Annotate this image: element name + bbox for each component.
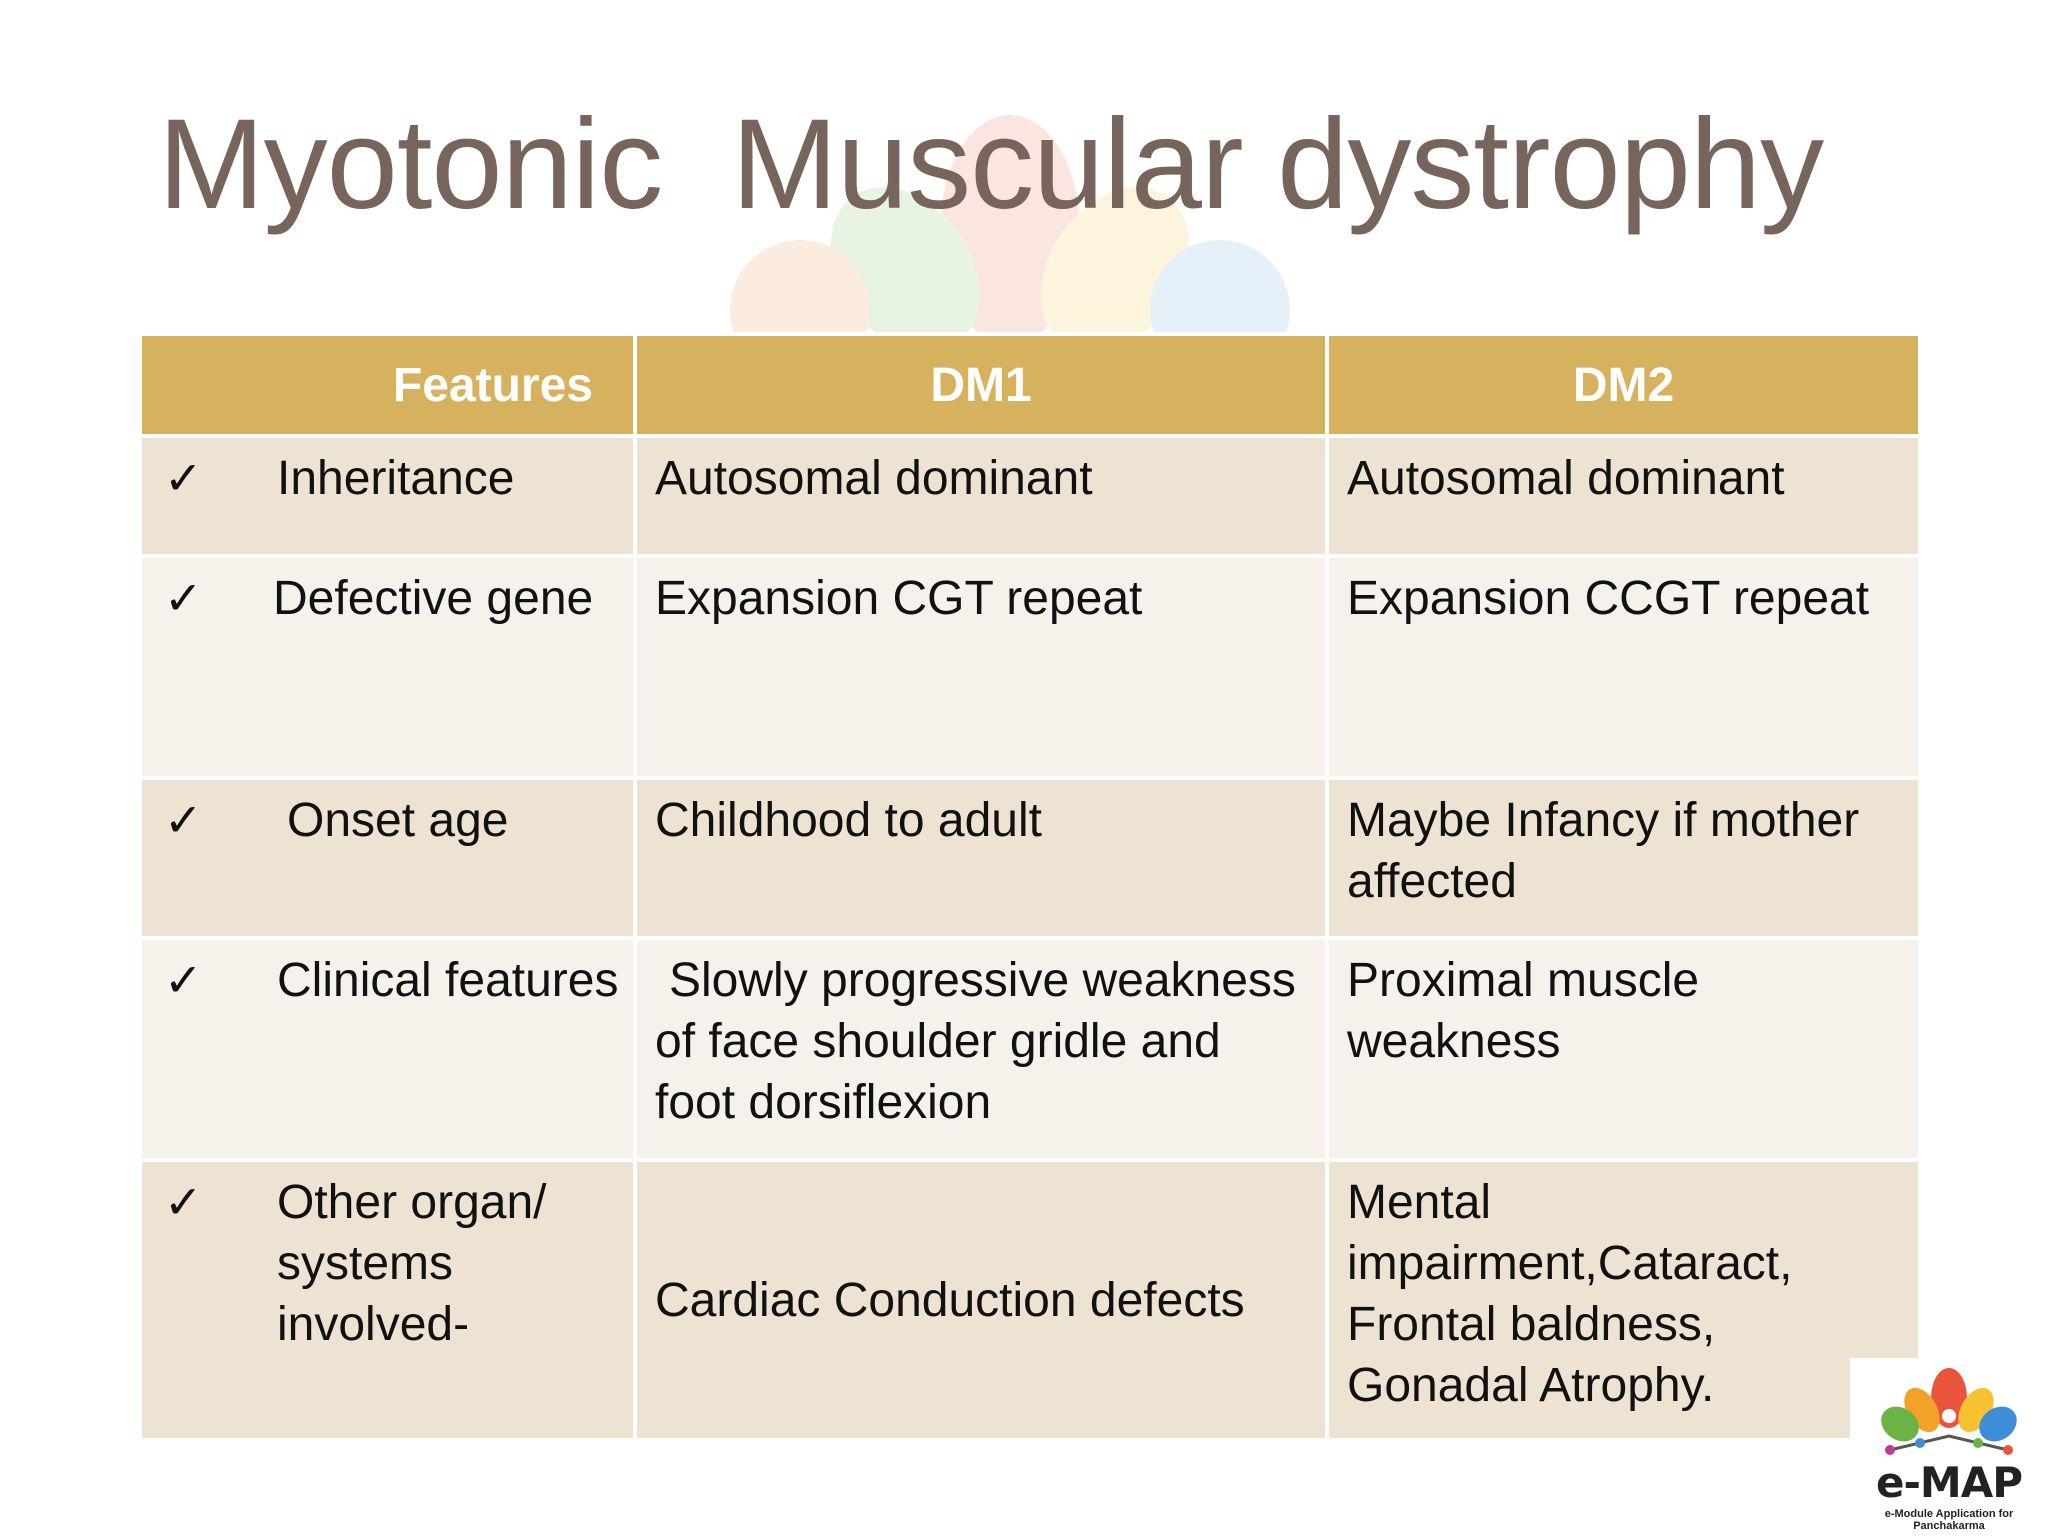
header-features: Features: [138, 332, 637, 438]
feature-cell: ✓ Defective gene: [138, 554, 637, 780]
table-row: ✓ Onset age Childhood to adult Maybe Inf…: [138, 776, 1922, 940]
dm1-cell: Slowly progressive weakness of face shou…: [633, 936, 1329, 1162]
lotus-watermark-icon: [730, 115, 1290, 340]
dm2-cell: Expansion CCGT repeat: [1325, 554, 1922, 780]
dm2-cell: Autosomal dominant: [1325, 434, 1922, 558]
feature-label: Clinical features: [277, 954, 619, 1007]
checkmark-icon: ✓: [164, 1175, 203, 1229]
checkmark-icon: ✓: [164, 451, 203, 505]
dm1-cell: Cardiac Conduction defects: [633, 1158, 1329, 1442]
feature-label: Defective gene: [273, 572, 594, 625]
table-row: ✓ Other organ/ systems involved- Cardiac…: [138, 1158, 1922, 1442]
dm1-cell: Childhood to adult: [633, 776, 1329, 940]
dm2-cell: Maybe Infancy if mother affected: [1325, 776, 1922, 940]
feature-cell: ✓ Onset age: [138, 776, 637, 940]
feature-label: Other organ/ systems involved-: [277, 1176, 547, 1351]
dm1-text: Slowly progressive weakness of face shou…: [655, 954, 1296, 1129]
feature-cell: ✓ Inheritance: [138, 434, 637, 558]
checkmark-icon: ✓: [164, 793, 203, 847]
feature-cell: ✓ Clinical features: [138, 936, 637, 1162]
dm1-cell: Autosomal dominant: [633, 434, 1329, 558]
logo-tagline: e-Module Application for Panchakarma: [1884, 1508, 2014, 1532]
checkmark-icon: ✓: [164, 953, 203, 1007]
feature-label: Onset age: [287, 794, 509, 847]
lotus-icon: [1881, 1368, 2017, 1455]
table-row: ✓ Inheritance Autosomal dominant Autosom…: [138, 434, 1922, 558]
table-row: ✓ Defective gene Expansion CGT repeat Ex…: [138, 554, 1922, 780]
table-header-row: Features DM1 DM2: [138, 332, 1922, 438]
header-dm1: DM1: [633, 332, 1329, 438]
table-row: ✓ Clinical features Slowly progressive w…: [138, 936, 1922, 1162]
slide-title: Myotonic Muscular dystrophy: [158, 93, 1824, 236]
dm1-cell: Expansion CGT repeat: [633, 554, 1329, 780]
logo-brand: e-MAP: [1876, 1458, 2023, 1507]
emap-logo: e-MAP e-Module Application for Panchakar…: [1850, 1358, 2048, 1536]
comparison-table: Features DM1 DM2 ✓ Inheritance Autosomal…: [138, 332, 1922, 1442]
header-dm2: DM2: [1325, 332, 1922, 438]
feature-label: Inheritance: [277, 452, 515, 505]
dm2-cell: Proximal muscle weakness: [1325, 936, 1922, 1162]
feature-cell: ✓ Other organ/ systems involved-: [138, 1158, 637, 1442]
checkmark-icon: ✓: [164, 571, 203, 625]
dm2-cell: Mental impairment,Cataract, Frontal bald…: [1325, 1158, 1922, 1442]
